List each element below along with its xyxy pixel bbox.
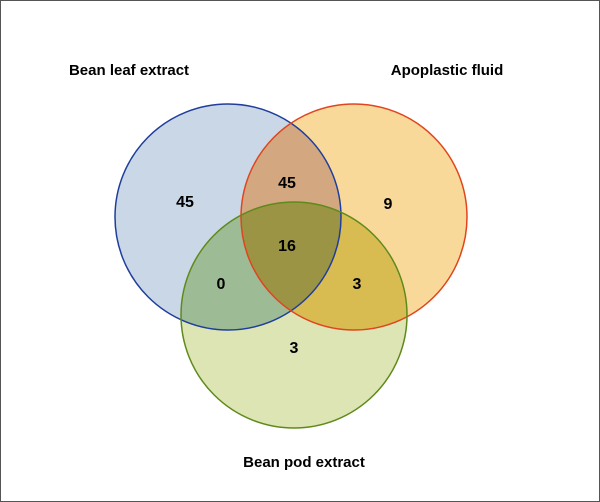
count-all-three: 16 (278, 238, 296, 255)
count-apoplastic-only: 9 (384, 196, 393, 213)
count-pod-only: 3 (290, 340, 299, 357)
count-leaf-only: 45 (176, 194, 194, 211)
set-label-apoplastic: Apoplastic fluid (391, 62, 504, 79)
count-leaf-apoplastic: 45 (278, 175, 296, 192)
set-outline-apoplastic (240, 103, 468, 331)
set-label-bean-pod: Bean pod extract (243, 454, 365, 471)
set-outline-bean-pod (180, 201, 408, 429)
count-leaf-pod: 0 (217, 276, 226, 293)
count-apoplastic-pod: 3 (353, 276, 362, 293)
set-label-bean-leaf: Bean leaf extract (69, 62, 189, 79)
set-outline-bean-leaf (114, 103, 342, 331)
